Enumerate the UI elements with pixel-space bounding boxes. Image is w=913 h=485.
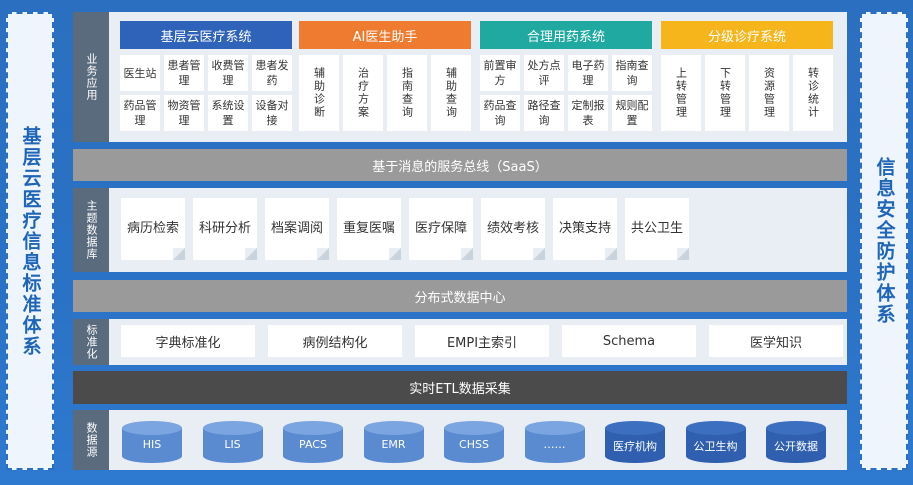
data-center-bar: 分布式数据中心 bbox=[73, 280, 847, 312]
system-item: 下转管理 bbox=[705, 55, 745, 131]
business-layer-label: 业务应用 bbox=[73, 12, 109, 142]
database-icon bbox=[524, 421, 585, 463]
data-source-layer: 数据源 HIS LIS PACS EMR CHSS …… 医疗机构 公卫生构 公开数据 bbox=[73, 410, 847, 470]
standard-item: 病例结构化 bbox=[268, 325, 402, 357]
system-item: 处方点评 bbox=[524, 55, 564, 91]
business-layer: 业务应用 基层云医疗系统 医生站 患者管理 收费管理 患者发药 药品管理 物资管… bbox=[73, 12, 847, 142]
standard-item: 字典标准化 bbox=[121, 325, 255, 357]
topic-item: 档案调阅 bbox=[265, 198, 329, 260]
system-rational-drug: 合理用药系统 前置审方 处方点评 电子药理 指南查询 药品查询 路径查询 定制报… bbox=[480, 21, 652, 141]
system-item: 规则配置 bbox=[612, 95, 652, 131]
right-security-title: 信息安全防护体系 bbox=[873, 157, 896, 325]
standard-item: Schema bbox=[562, 325, 696, 357]
system-item: 指南查询 bbox=[387, 55, 427, 131]
standard-label: 标准化 bbox=[73, 319, 109, 365]
topic-item: 病历检索 bbox=[121, 198, 185, 260]
standard-item: EMPI主索引 bbox=[415, 325, 549, 357]
system-item: 指南查询 bbox=[612, 55, 652, 91]
system-item: 定制报表 bbox=[568, 95, 608, 131]
topic-db-label: 主题数据库 bbox=[73, 188, 109, 272]
database-cylinder: 公开数据 bbox=[764, 420, 828, 464]
database-icon bbox=[766, 421, 826, 463]
etl-bar: 实时ETL数据采集 bbox=[73, 371, 847, 404]
database-cylinder: 医疗机构 bbox=[603, 420, 667, 464]
system-title: 分级诊疗系统 bbox=[661, 21, 833, 49]
system-item: 电子药理 bbox=[568, 55, 608, 91]
system-item: 药品管理 bbox=[120, 95, 160, 131]
database-label: PACS bbox=[299, 438, 327, 451]
database-cylinder: CHSS bbox=[442, 420, 506, 464]
database-cylinder: PACS bbox=[281, 420, 345, 464]
system-tiered-care: 分级诊疗系统 上转管理 下转管理 资源管理 转诊统计 bbox=[661, 21, 833, 141]
system-item: 药品查询 bbox=[480, 95, 520, 131]
system-items: 前置审方 处方点评 电子药理 指南查询 药品查询 路径查询 定制报表 规则配置 bbox=[480, 55, 652, 131]
database-cylinder: …… bbox=[523, 420, 587, 464]
topic-db-layer: 主题数据库 病历检索 科研分析 档案调阅 重复医嘱 医疗保障 绩效考核 决策支持… bbox=[73, 188, 847, 272]
left-standard-title: 基层云医疗信息标准体系 bbox=[19, 125, 42, 357]
topic-item: 决策支持 bbox=[553, 198, 617, 260]
left-standard-panel: 基层云医疗信息标准体系 bbox=[6, 12, 54, 470]
system-item: 上转管理 bbox=[661, 55, 701, 131]
database-label: 公开数据 bbox=[774, 440, 818, 453]
system-items: 医生站 患者管理 收费管理 患者发药 药品管理 物资管理 系统设置 设备对接 bbox=[120, 55, 292, 131]
database-icon bbox=[283, 421, 343, 463]
system-item: 设备对接 bbox=[252, 95, 292, 131]
standard-layer: 标准化 字典标准化 病例结构化 EMPI主索引 Schema 医学知识 bbox=[73, 319, 847, 365]
system-item: 系统设置 bbox=[208, 95, 248, 131]
system-item: 治疗方案 bbox=[343, 55, 383, 131]
database-icon bbox=[605, 421, 665, 463]
system-item: 收费管理 bbox=[208, 55, 248, 91]
database-label: 公卫生构 bbox=[693, 440, 738, 453]
database-cylinder: 公卫生构 bbox=[684, 420, 748, 464]
topic-item: 科研分析 bbox=[193, 198, 257, 260]
system-item: 资源管理 bbox=[749, 55, 789, 131]
system-item: 路径查询 bbox=[524, 95, 564, 131]
database-icon bbox=[444, 421, 504, 463]
system-item: 辅助诊断 bbox=[299, 55, 339, 131]
service-bus-bar: 基于消息的服务总线（SaaS） bbox=[73, 149, 847, 181]
database-label: …… bbox=[543, 438, 566, 451]
system-ai-assistant: AI医生助手 辅助诊断 治疗方案 指南查询 辅助查询 bbox=[299, 21, 471, 141]
topic-item: 重复医嘱 bbox=[337, 198, 401, 260]
topic-item: 绩效考核 bbox=[481, 198, 545, 260]
system-title: 基层云医疗系统 bbox=[120, 21, 292, 49]
database-label: HIS bbox=[142, 438, 162, 451]
system-cloud-medical: 基层云医疗系统 医生站 患者管理 收费管理 患者发药 药品管理 物资管理 系统设… bbox=[120, 21, 292, 141]
database-icon bbox=[685, 421, 746, 463]
database-icon bbox=[363, 421, 424, 463]
system-item: 辅助查询 bbox=[431, 55, 471, 131]
topic-item: 医疗保障 bbox=[409, 198, 473, 260]
database-icon bbox=[202, 421, 263, 463]
database-label: CHSS bbox=[459, 438, 489, 451]
system-item: 患者管理 bbox=[164, 55, 204, 91]
topic-item: 共公卫生 bbox=[625, 198, 689, 260]
right-security-panel: 信息安全防护体系 bbox=[860, 12, 908, 470]
system-item: 前置审方 bbox=[480, 55, 520, 91]
system-item: 医生站 bbox=[120, 55, 160, 91]
system-item: 患者发药 bbox=[252, 55, 292, 91]
database-cylinder: LIS bbox=[201, 420, 265, 464]
database-cylinder: HIS bbox=[120, 420, 184, 464]
system-title: 合理用药系统 bbox=[480, 21, 652, 49]
standard-item: 医学知识 bbox=[709, 325, 843, 357]
system-items: 上转管理 下转管理 资源管理 转诊统计 bbox=[661, 55, 833, 131]
system-item: 物资管理 bbox=[164, 95, 204, 131]
database-label: LIS bbox=[224, 438, 241, 451]
database-icon bbox=[122, 421, 182, 463]
architecture-diagram: 业务应用 基层云医疗系统 医生站 患者管理 收费管理 患者发药 药品管理 物资管… bbox=[73, 12, 847, 470]
database-label: EMR bbox=[381, 438, 406, 451]
system-items: 辅助诊断 治疗方案 指南查询 辅助查询 bbox=[299, 55, 471, 131]
database-cylinder: EMR bbox=[362, 420, 426, 464]
system-title: AI医生助手 bbox=[299, 21, 471, 49]
data-source-label: 数据源 bbox=[73, 410, 109, 470]
system-item: 转诊统计 bbox=[793, 55, 833, 131]
database-label: 医疗机构 bbox=[613, 440, 657, 453]
